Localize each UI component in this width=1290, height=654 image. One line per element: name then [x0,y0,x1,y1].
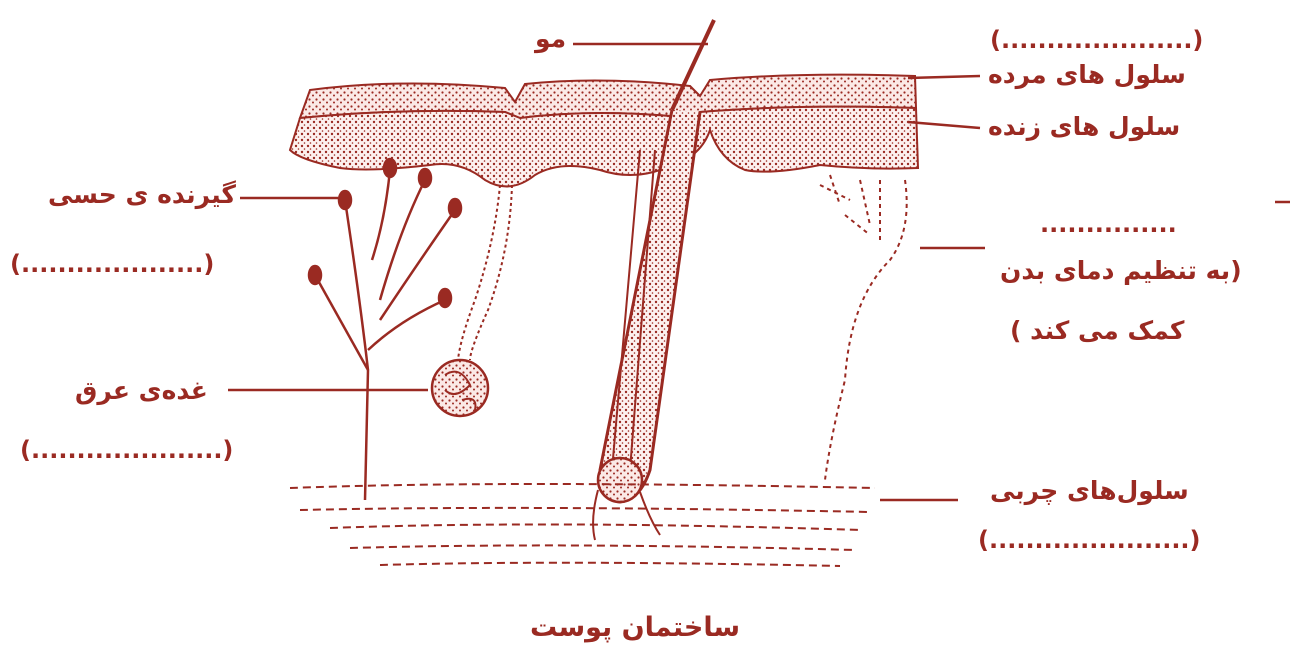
answer-blank-left-lower: (.....................) [20,438,233,462]
diagram-caption: ساختمان پوست [530,612,740,644]
answer-blank-right-mid: ............... [1040,212,1177,236]
dermis-outline [820,175,907,480]
label-living-cells: سلول های زنده [988,112,1180,142]
label-hair: مو [535,24,566,54]
label-fat-cells: سلول‌های چربی [990,476,1189,506]
answer-blank-right-bottom: (......................) [978,528,1201,552]
label-sensory-receptor: گیرنده ی حسی [48,180,236,210]
answer-blank-top-right: (.....................) [990,28,1203,52]
answer-blank-left-upper: (....................) [10,252,214,276]
label-dead-cells: سلول های مرده [988,60,1186,90]
label-temperature-regulation-line2: کمک می کند ) [1010,316,1184,346]
label-sweat-gland: غده‌ی عرق [75,376,208,406]
sensory-receptor-nerve [309,159,461,500]
living-cell-layer [290,107,918,187]
fat-layer [290,484,875,566]
label-temperature-regulation-line1: (به تنظیم دمای بدن [1000,256,1242,286]
